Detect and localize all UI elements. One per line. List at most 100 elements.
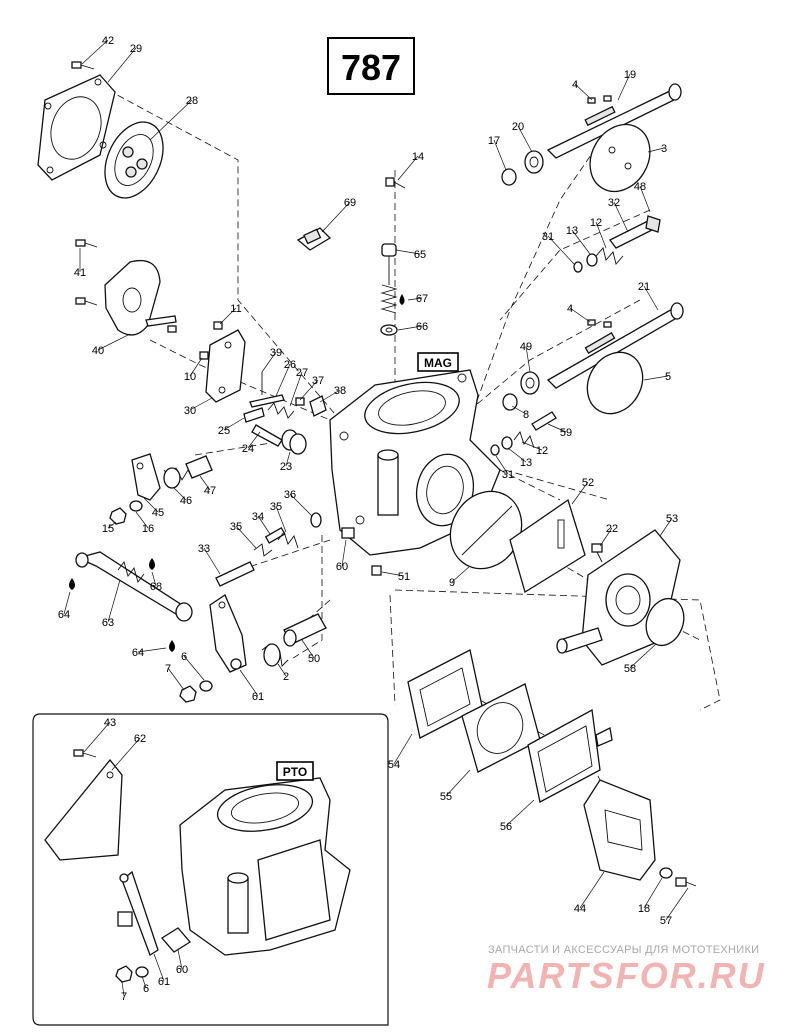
- leader-line: [239, 669, 259, 697]
- pump-diaphragm: [104, 121, 164, 199]
- pto-tag-label: PTO: [283, 765, 307, 779]
- callout-31: 31: [542, 231, 575, 265]
- washer-6: [199, 680, 213, 692]
- callout-4: 4: [567, 303, 591, 323]
- callout-number: 50: [308, 653, 320, 665]
- idle-screw-33: [215, 561, 255, 587]
- leader-line: [613, 201, 629, 233]
- callout-number: 14: [412, 151, 424, 163]
- callout-number: 62: [134, 733, 146, 745]
- callout-36: 36: [284, 489, 313, 517]
- callout-number: 68: [150, 581, 162, 593]
- callout-37: 37: [299, 375, 324, 401]
- callout-number: 17: [488, 135, 500, 147]
- watermark-tagline: ЗАПЧАСТИ И АКСЕССУАРЫ ДЛЯ МОТОТЕХНИКИ: [488, 944, 760, 956]
- leader-line: [393, 733, 413, 765]
- callout-number: 5: [665, 371, 671, 383]
- callout-8: 8: [511, 405, 529, 421]
- leader-line: [107, 579, 121, 623]
- leader-line: [397, 325, 423, 331]
- leader-line: [167, 667, 185, 691]
- callout-number: 67: [416, 293, 428, 305]
- callout-57: 57: [660, 887, 689, 927]
- leader-line: [143, 497, 159, 513]
- spring-46: [163, 467, 193, 489]
- lever-61-pto: [117, 870, 159, 956]
- lever-plate-30: [205, 329, 246, 403]
- callout-number: 2: [283, 671, 289, 683]
- screw-60-mag: [341, 527, 355, 539]
- callout-number: 41: [74, 267, 86, 279]
- callout-30: 30: [184, 397, 213, 417]
- link-25: [243, 407, 265, 423]
- callout-number: 64: [58, 609, 70, 621]
- callout-33: 33: [198, 543, 221, 575]
- lube-drop-64b: [169, 640, 175, 652]
- leader-line: [569, 307, 591, 323]
- spring-67: [380, 284, 398, 314]
- leader-line: [574, 83, 593, 101]
- callout-number: 53: [666, 513, 678, 525]
- leader-line: [505, 799, 535, 827]
- callout-number: 6: [143, 983, 149, 995]
- callout-number: 24: [242, 443, 254, 455]
- leader-line: [203, 547, 221, 575]
- callout-number: 57: [660, 915, 672, 927]
- bracket-62: [44, 758, 123, 861]
- callout-2: 2: [277, 663, 289, 683]
- leader-line: [247, 431, 261, 449]
- leader-line: [629, 643, 657, 669]
- callout-12: 12: [521, 441, 548, 457]
- callout-number: 51: [398, 571, 410, 583]
- callout-63: 63: [102, 579, 121, 629]
- callout-5: 5: [643, 371, 671, 383]
- lever-45: [131, 453, 161, 501]
- reference-number-box: 787: [327, 37, 415, 95]
- leader-line: [121, 981, 125, 997]
- rod-26: [249, 394, 285, 408]
- leader-line: [665, 887, 689, 921]
- callout-number: 48: [634, 181, 646, 193]
- callout-number: 21: [638, 281, 650, 293]
- callout-3: 3: [647, 143, 667, 155]
- callout-number: 16: [142, 523, 154, 535]
- washer-66: [380, 324, 398, 336]
- callout-48: 48: [634, 181, 651, 213]
- callout-68: 68: [150, 571, 162, 593]
- nut-7-pto: [115, 965, 133, 983]
- leader-line: [285, 451, 291, 467]
- callout-number: 7: [121, 991, 127, 1003]
- callout-11: 11: [219, 303, 242, 325]
- callout-54: 54: [388, 733, 413, 771]
- leader-line: [547, 423, 567, 433]
- leader-line: [151, 571, 157, 587]
- callout-61: 61: [153, 953, 170, 988]
- pto-inset-frame: [32, 713, 389, 1026]
- oring-31-top: [573, 261, 583, 273]
- screw-59: [531, 411, 557, 431]
- washer-13-top: [586, 253, 598, 267]
- callout-number: 15: [102, 523, 114, 535]
- callout-18: 18: [638, 877, 663, 915]
- plug-51: [371, 565, 382, 576]
- leader-line: [511, 405, 527, 415]
- callout-22: 22: [599, 523, 618, 547]
- washer-16: [129, 500, 143, 512]
- screw-11: [213, 321, 223, 330]
- oring-58: [645, 597, 685, 647]
- callout-number: 46: [180, 495, 192, 507]
- callout-15: 15: [102, 521, 117, 535]
- bushing-20: [524, 150, 544, 174]
- leader-line: [235, 525, 257, 549]
- callout-59: 59: [547, 423, 572, 439]
- callout-6: 6: [141, 975, 149, 995]
- screw-37: [295, 397, 305, 406]
- leader-line: [321, 201, 351, 233]
- callout-23: 23: [280, 451, 292, 473]
- nut-15: [109, 507, 127, 525]
- leader-line: [517, 125, 533, 153]
- callout-35: 35: [230, 521, 257, 549]
- leader-line: [173, 487, 187, 501]
- callout-14: 14: [397, 151, 424, 181]
- leader-line: [301, 639, 315, 659]
